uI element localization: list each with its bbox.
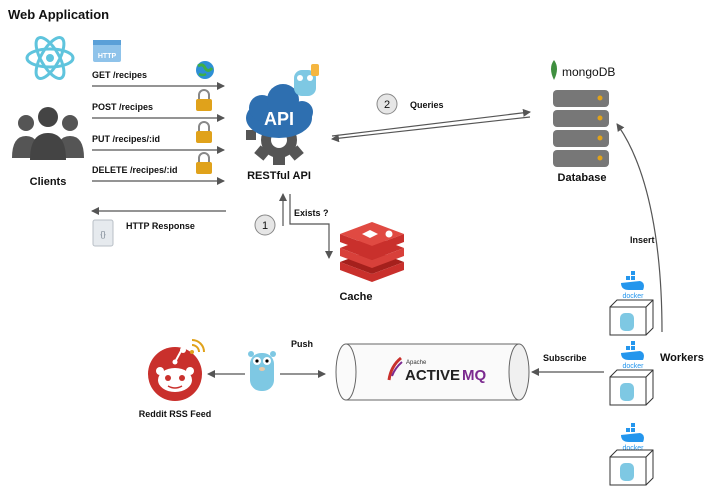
docker-text: docker xyxy=(622,363,644,370)
request-label-get: GET /recipes xyxy=(92,70,147,80)
mongodb-logo-text: mongoDB xyxy=(562,65,615,79)
exists-label: Exists ? xyxy=(294,208,329,218)
step-1-number: 1 xyxy=(262,220,268,232)
docker-worker-1: docker xyxy=(609,271,654,336)
api-cloud-icon: API xyxy=(246,84,313,138)
docker-text: docker xyxy=(622,293,644,300)
step-2-number: 2 xyxy=(384,99,390,111)
react-icon xyxy=(25,36,75,80)
docker-whale-icon xyxy=(621,423,644,442)
subscribe-label: Subscribe xyxy=(543,353,587,363)
request-label-post: POST /recipes xyxy=(92,102,153,112)
gopher-icon xyxy=(248,351,276,391)
gopher-mascot-icon xyxy=(294,64,319,96)
database-label: Database xyxy=(558,172,607,184)
activemq-queue: Apache ACTIVE MQ xyxy=(335,343,530,401)
api-badge-text: API xyxy=(264,109,294,129)
docker-whale-icon xyxy=(621,271,644,290)
docker-whale-icon xyxy=(621,341,644,360)
activemq-apache-text: Apache xyxy=(406,360,427,366)
request-label-put: PUT /recipes/:id xyxy=(92,134,160,144)
http-icon: HTTP xyxy=(93,40,121,62)
insert-label: Insert xyxy=(630,235,655,245)
activemq-name-a: ACTIVE xyxy=(405,367,460,384)
response-label: HTTP Response xyxy=(126,221,195,231)
mongodb-leaf-icon xyxy=(551,60,557,80)
push-label: Push xyxy=(291,339,313,349)
step-1-badge: 1 xyxy=(254,214,276,236)
reddit-label: Reddit RSS Feed xyxy=(139,409,212,419)
users-icon xyxy=(12,107,84,160)
reddit-icon xyxy=(148,347,202,401)
json-file-icon: {} xyxy=(92,219,114,247)
globe-icon xyxy=(196,61,214,79)
docker-text: docker xyxy=(622,445,644,452)
exists-arrow-to-cache xyxy=(289,194,333,259)
docker-worker-2: docker xyxy=(609,341,654,406)
step-2-badge: 2 xyxy=(376,93,398,115)
activemq-feather-icon xyxy=(387,356,403,381)
request-label-delete: DELETE /recipes/:id xyxy=(92,165,178,175)
svg-text:{}: {} xyxy=(100,230,106,239)
rss-icon xyxy=(190,339,205,354)
queries-arrow-back xyxy=(331,116,531,143)
redis-icon xyxy=(340,222,404,282)
workers-label: Workers xyxy=(660,352,704,364)
queries-arrow-forward xyxy=(331,108,531,137)
queries-label: Queries xyxy=(410,100,444,110)
http-badge-text: HTTP xyxy=(98,53,117,60)
page-title: Web Application xyxy=(8,7,109,22)
database-icon xyxy=(553,90,609,167)
lock-icon xyxy=(196,152,212,174)
api-label: RESTful API xyxy=(247,170,311,182)
lock-icon xyxy=(196,121,212,143)
insert-arrow xyxy=(616,123,663,333)
cache-label: Cache xyxy=(339,291,372,303)
clients-label: Clients xyxy=(30,176,67,188)
activemq-name-b: MQ xyxy=(462,367,486,384)
lock-icon xyxy=(196,89,212,111)
docker-worker-3: docker xyxy=(609,423,654,486)
